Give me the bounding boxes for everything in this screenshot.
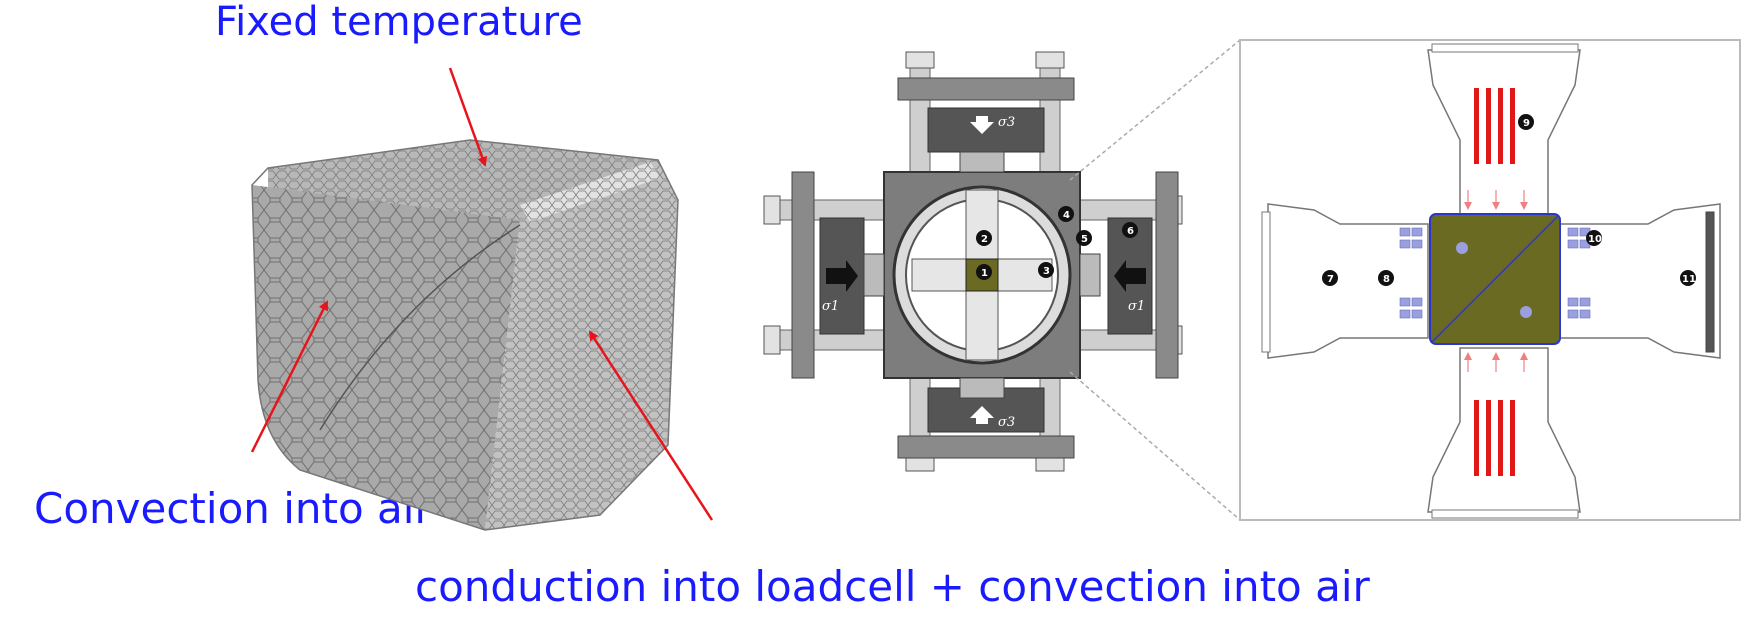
conduction-label: conduction into loadcell + convection in…: [415, 562, 1370, 611]
svg-text:6: 6: [1127, 226, 1134, 237]
panel-number-markers: 7 8 9 10 11: [1322, 114, 1696, 286]
sigma1-right-label: σ1: [1128, 299, 1145, 314]
svg-text:3: 3: [1043, 266, 1050, 277]
svg-text:10: 10: [1588, 234, 1602, 245]
svg-text:7: 7: [1327, 274, 1334, 285]
svg-text:1: 1: [981, 268, 988, 279]
loading-machine: σ3 σ3 σ1 σ1 1 2 3 4 5 6: [763, 51, 1183, 472]
fixed-temperature-label: Fixed temperature: [215, 0, 583, 45]
arrow-right: [588, 330, 714, 521]
arrow-top: [448, 67, 487, 167]
convection-label: Convection into air: [34, 484, 432, 533]
meshed-cube: [251, 139, 679, 531]
svg-text:2: 2: [981, 234, 988, 245]
svg-text:4: 4: [1063, 210, 1070, 221]
heat-arrows: [250, 67, 714, 521]
sigma1-left-label: σ1: [822, 299, 839, 314]
heater-bars: [1474, 88, 1515, 476]
svg-text:11: 11: [1682, 274, 1696, 285]
specimen-detail-panel: 7 8 9 10 11: [1239, 39, 1741, 521]
arrow-left: [250, 300, 329, 453]
sigma3-top-label: σ3: [998, 115, 1015, 130]
sigma3-bottom-label: σ3: [998, 415, 1015, 430]
machine-number-markers: 1 2 3 4 5 6: [976, 206, 1138, 280]
svg-text:9: 9: [1523, 118, 1530, 129]
svg-text:8: 8: [1383, 274, 1390, 285]
svg-text:5: 5: [1081, 234, 1088, 245]
